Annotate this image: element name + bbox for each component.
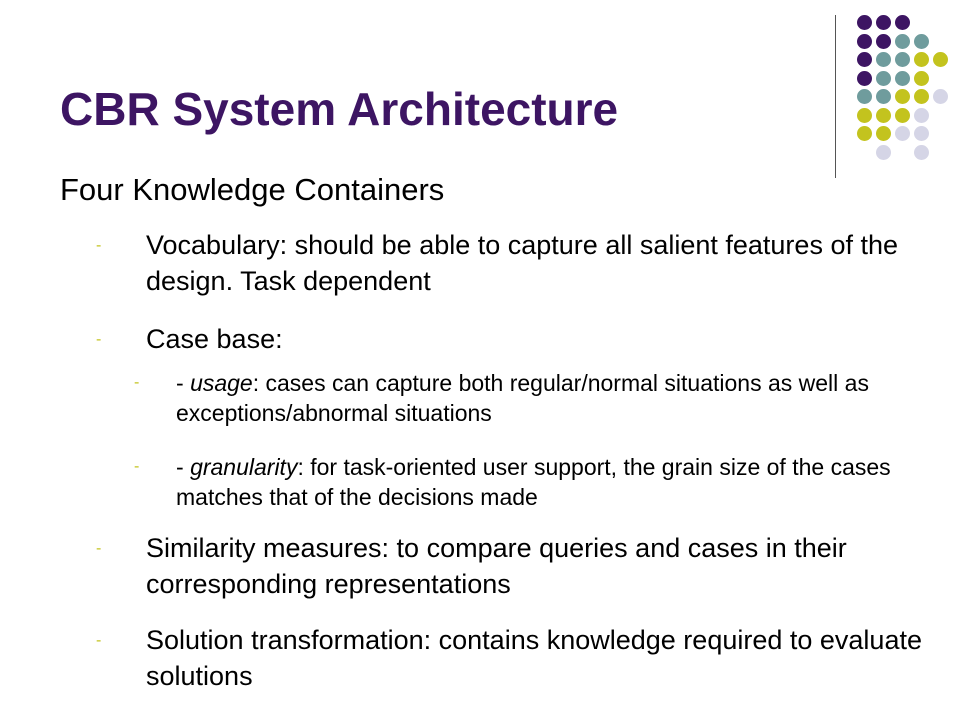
slide-subtitle: Four Knowledge Containers	[60, 172, 445, 207]
bullet-text: Case base:	[146, 324, 283, 354]
bullet-dash-icon: -	[96, 237, 102, 254]
decorative-dot	[876, 71, 891, 86]
decorative-dot	[895, 126, 910, 141]
decorative-dot	[914, 145, 929, 160]
decorative-dot	[895, 52, 910, 67]
decorative-dot	[857, 52, 872, 67]
slide-title: CBR System Architecture	[60, 83, 619, 135]
sub-bullet-text: - usage: cases can capture both regular/…	[176, 368, 936, 428]
sub-bullet-prefix: -	[176, 454, 191, 480]
decorative-dot	[876, 15, 891, 30]
decorative-dot	[857, 89, 872, 104]
decorative-dot	[857, 34, 872, 49]
sub-bullet-item: - - granularity: for task-oriented user …	[134, 452, 936, 512]
decorative-dot	[857, 15, 872, 30]
decorative-dot	[876, 89, 891, 104]
decorative-dot	[933, 52, 948, 67]
decorative-dot-grid	[0, 0, 960, 180]
decorative-dot	[876, 126, 891, 141]
bullet-dash-icon: -	[134, 374, 140, 391]
decorative-dot	[876, 52, 891, 67]
decorative-dot	[876, 34, 891, 49]
decorative-dot	[914, 126, 929, 141]
decorative-dot	[914, 71, 929, 86]
decorative-dot	[914, 52, 929, 67]
sub-bullet-prefix: -	[176, 370, 191, 396]
bullet-item: - Vocabulary: should be able to capture …	[96, 227, 936, 299]
decorative-dot	[857, 108, 872, 123]
decorative-dot	[857, 126, 872, 141]
sub-bullet-rest: : cases can capture both regular/normal …	[176, 370, 869, 426]
sub-bullet-term: usage	[190, 370, 253, 396]
bullet-text: Vocabulary: should be able to capture al…	[146, 230, 898, 296]
bullet-dash-icon: -	[96, 632, 102, 649]
decorative-dot	[857, 71, 872, 86]
decorative-dot	[895, 34, 910, 49]
decorative-dot	[895, 89, 910, 104]
bullet-dash-icon: -	[96, 540, 102, 557]
sub-bullet-term: granularity	[190, 454, 298, 480]
sub-bullet-text: - granularity: for task-oriented user su…	[176, 452, 936, 512]
bullet-text: Similarity measures: to compare queries …	[146, 533, 847, 599]
decorative-dot	[876, 145, 891, 160]
bullet-item: - Similarity measures: to compare querie…	[96, 530, 936, 602]
decorative-dot	[933, 89, 948, 104]
sub-bullet-rest: : for task-oriented user support, the gr…	[176, 454, 891, 510]
decorative-divider	[835, 15, 836, 178]
decorative-dot	[895, 15, 910, 30]
bullet-dash-icon: -	[96, 331, 102, 348]
decorative-dot	[876, 108, 891, 123]
decorative-dot	[895, 108, 910, 123]
bullet-item: - Solution transformation: contains know…	[96, 622, 936, 694]
decorative-dot	[914, 34, 929, 49]
bullet-text: Solution transformation: contains knowle…	[146, 625, 922, 691]
sub-bullet-item: - - usage: cases can capture both regula…	[134, 368, 936, 428]
decorative-dot	[914, 108, 929, 123]
decorative-dot	[895, 71, 910, 86]
bullet-dash-icon: -	[134, 458, 140, 475]
decorative-dot	[914, 89, 929, 104]
bullet-item: - Case base:	[96, 321, 936, 357]
